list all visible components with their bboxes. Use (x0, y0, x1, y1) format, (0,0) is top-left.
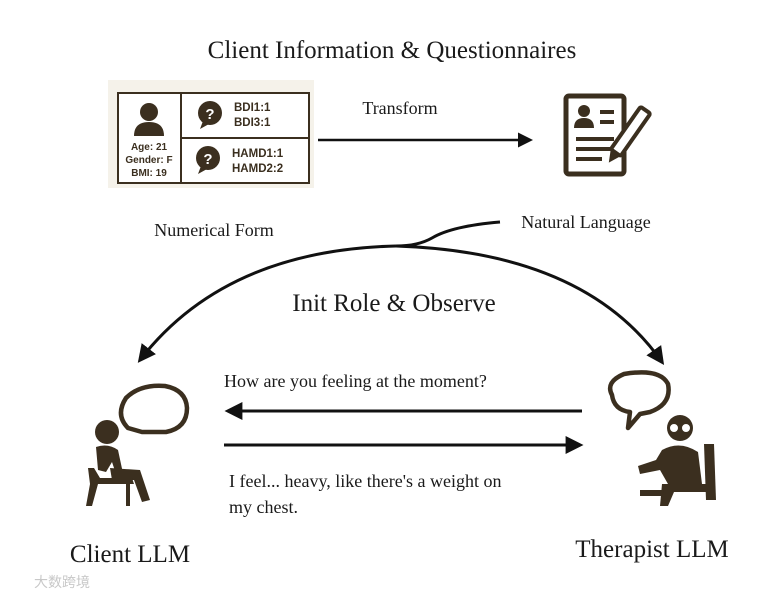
person-icon (134, 103, 164, 136)
svg-text:?: ? (205, 106, 214, 123)
client-reply-line1: I feel... heavy, like there's a weight o… (229, 471, 501, 491)
client-reply-line2: my chest. (229, 497, 298, 517)
init-arc-to-therapist (395, 244, 665, 365)
gender-value: Gender: F (125, 155, 172, 166)
watermark: 大数跨境 (34, 575, 90, 591)
svg-text:?: ? (203, 151, 212, 168)
profile-document-pen-icon (563, 93, 652, 177)
transform-label: Transform (362, 98, 437, 118)
init-arc-to-client (137, 244, 397, 363)
bmi-value: BMI: 19 (131, 168, 167, 179)
question-mark-bubble-icon: ? (196, 146, 220, 174)
question-mark-bubble-icon: ? (198, 101, 222, 129)
bdi1-value: BDI1:1 (234, 102, 271, 114)
init-role-label: Init Role & Observe (292, 290, 495, 317)
bdi3-value: BDI3:1 (234, 117, 271, 129)
age-value: Age: 21 (131, 142, 168, 153)
hamd2-value: HAMD2:2 (232, 163, 283, 175)
natural-language-label: Natural Language (521, 212, 650, 232)
hamd1-value: HAMD1:1 (232, 148, 284, 160)
natural-language-connector (395, 220, 501, 248)
diagram-title: Client Information & Questionnaires (208, 37, 577, 64)
therapist-question: How are you feeling at the moment? (224, 371, 487, 391)
therapist-seated-person-icon (607, 370, 716, 506)
client-seated-person-icon (86, 383, 190, 506)
numerical-form-label: Numerical Form (154, 220, 273, 240)
client-info-card: Age: 21 Gender: F BMI: 19 ? BDI1:1 BDI3:… (108, 80, 314, 188)
client-llm-label: Client LLM (70, 541, 190, 568)
therapist-llm-label: Therapist LLM (575, 536, 728, 563)
